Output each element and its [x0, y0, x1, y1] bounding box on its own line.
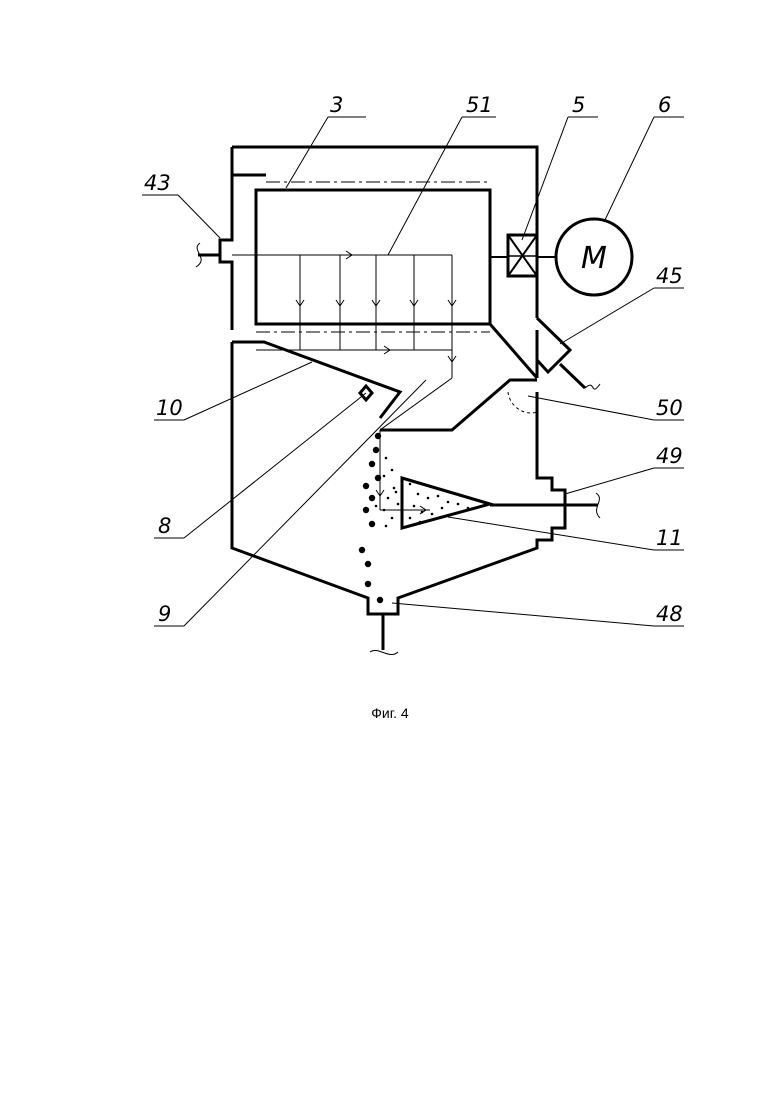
particle-large	[373, 447, 379, 453]
leader-lines	[142, 117, 684, 626]
particle-small	[391, 517, 394, 520]
callout-10: 10	[156, 396, 183, 420]
particle-small	[397, 503, 400, 506]
particle-small	[375, 505, 378, 508]
particle-large	[369, 495, 375, 501]
separator-cone-11	[402, 478, 490, 528]
callout-48: 48	[656, 602, 683, 626]
particle-small	[385, 525, 388, 528]
particle-small	[447, 501, 450, 504]
particle-small	[431, 513, 434, 516]
particle-large	[375, 433, 381, 439]
particle-small	[441, 507, 444, 510]
outlet-duct-45	[490, 318, 570, 378]
deflector-10	[232, 342, 400, 418]
particle-large	[365, 581, 371, 587]
particle-small	[419, 521, 422, 524]
particle-large	[369, 521, 375, 527]
particle-small	[421, 511, 424, 514]
particle-small	[409, 517, 412, 520]
particle-large	[363, 507, 369, 513]
outlet-break	[585, 384, 600, 389]
callout-50: 50	[656, 396, 683, 420]
callout-43: 43	[144, 171, 171, 195]
particle-large	[363, 483, 369, 489]
particle-large	[369, 461, 375, 467]
particle-large	[365, 561, 371, 567]
callout-9: 9	[158, 602, 171, 626]
particle-small	[383, 509, 386, 512]
damper-50	[508, 392, 537, 413]
particle-small	[387, 497, 390, 500]
particle-small	[409, 483, 412, 486]
particle-small	[417, 493, 420, 496]
callout-49: 49	[656, 444, 683, 468]
motor-label: M	[581, 241, 607, 276]
particle-small	[467, 507, 470, 510]
particle-small	[391, 469, 394, 472]
particle-small	[427, 497, 430, 500]
callout-45: 45	[656, 264, 683, 288]
particle-small	[393, 487, 396, 490]
callout-11: 11	[656, 526, 683, 550]
callout-51: 51	[466, 93, 493, 117]
callout-8: 8	[158, 514, 171, 538]
callout-6: 6	[658, 93, 671, 117]
particle-small	[457, 503, 460, 506]
particle-small	[437, 495, 440, 498]
particle-small	[383, 475, 386, 478]
particle-large	[377, 597, 383, 603]
particle-large	[359, 547, 365, 553]
drum-3	[256, 190, 490, 324]
particle-large	[375, 475, 381, 481]
particle-small	[385, 457, 388, 460]
particle-small	[395, 491, 398, 494]
callout-5: 5	[572, 93, 585, 117]
figure-caption: Фиг. 4	[0, 705, 780, 721]
callout-3: 3	[330, 93, 343, 117]
particle-small	[413, 505, 416, 508]
